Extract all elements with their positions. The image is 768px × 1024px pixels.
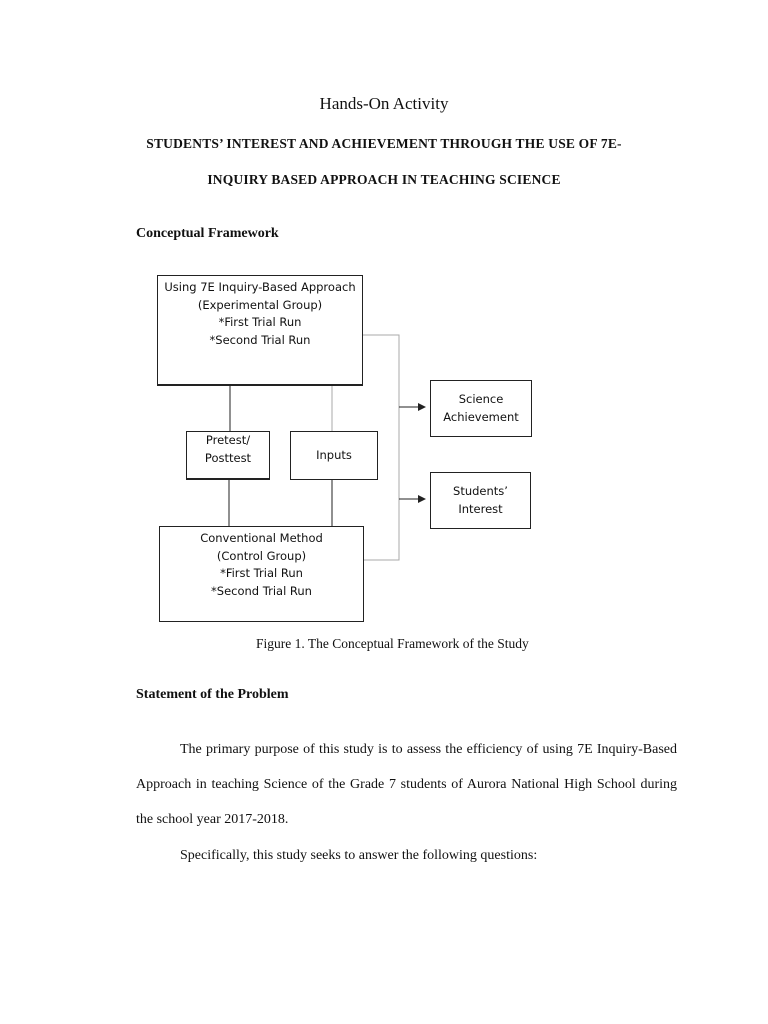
conventional-line-2: (Control Group) [216, 548, 307, 563]
experimental-line-1: Using 7E Inquiry-Based Approach [164, 280, 356, 294]
figure-caption: Figure 1. The Conceptual Framework of th… [256, 636, 529, 651]
conventional-line-1: Conventional Method [200, 531, 323, 545]
achievement-line-1: Science [458, 392, 504, 406]
experimental-line-2: (Experimental Group) [197, 297, 323, 312]
students-interest-box: Students’ Interest [430, 472, 531, 529]
pretest-posttest-box: Pretest/ Posttest [186, 431, 270, 480]
paragraph-purpose: The primary purpose of this study is to … [136, 732, 677, 837]
bracket-connector [363, 334, 400, 561]
conventional-line-3: *First Trial Run [220, 566, 303, 580]
control-group-box: Conventional Method (Control Group) *Fir… [159, 526, 364, 622]
study-title-line-2: INQUIRY BASED APPROACH IN TEACHING SCIEN… [207, 172, 561, 187]
pretest-line-2: Posttest [204, 450, 252, 465]
interest-line-1: Students’ [453, 484, 508, 498]
document-title: Hands-On Activity [319, 94, 449, 113]
experimental-line-3: *First Trial Run [218, 315, 302, 329]
paragraph-questions-intro: Specifically, this study seeks to answer… [136, 838, 677, 873]
conventional-line-4: *Second Trial Run [211, 583, 312, 598]
inputs-box: Inputs [290, 431, 378, 480]
pretest-line-1: Pretest/ [205, 433, 251, 447]
experimental-line-4: *Second Trial Run [209, 332, 311, 347]
study-title-line-1: STUDENTS’ INTEREST AND ACHIEVEMENT THROU… [146, 136, 622, 151]
science-achievement-box: Science Achievement [430, 380, 532, 437]
interest-line-2: Interest [458, 501, 503, 516]
inputs-label: Inputs [316, 448, 352, 462]
section-heading-statement-of-problem: Statement of the Problem [136, 687, 289, 702]
experimental-group-box: Using 7E Inquiry-Based Approach (Experim… [157, 275, 363, 386]
achievement-line-2: Achievement [443, 409, 519, 424]
paragraph-questions-text: Specifically, this study seeks to answer… [180, 848, 538, 863]
paragraph-purpose-text: The primary purpose of this study is to … [136, 742, 677, 827]
section-heading-conceptual-framework: Conceptual Framework [136, 226, 279, 241]
